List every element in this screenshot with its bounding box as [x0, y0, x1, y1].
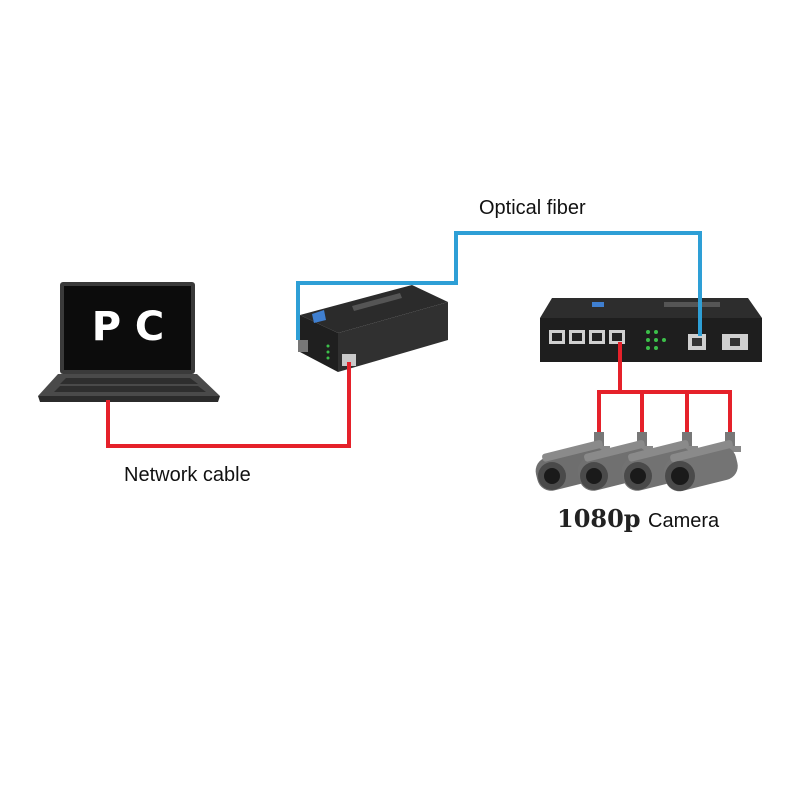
pc-screen-label: P C: [92, 304, 165, 350]
switch-port-3: [589, 330, 605, 344]
switch-port-1: [549, 330, 565, 344]
switch-port-2: [569, 330, 585, 344]
fiber-switch-icon: [540, 298, 762, 362]
laptop-screen: [64, 286, 191, 370]
camera-4: [663, 432, 741, 492]
resolution-label: 1080p: [557, 504, 641, 533]
switch-port-4: [609, 330, 625, 344]
optical-fiber-label: Optical fiber: [479, 197, 586, 219]
bullet-camera-icon: [535, 432, 741, 492]
network-cable-cameras: [597, 342, 732, 434]
laptop-icon: P C: [38, 282, 220, 402]
camera-label: Camera: [648, 510, 720, 532]
network-cable-label: Network cable: [124, 464, 251, 486]
network-cable-pc: [106, 362, 351, 448]
media-converter-icon: [298, 285, 448, 372]
switch-leds: [646, 330, 666, 350]
optical-fiber-cable: [296, 231, 702, 340]
